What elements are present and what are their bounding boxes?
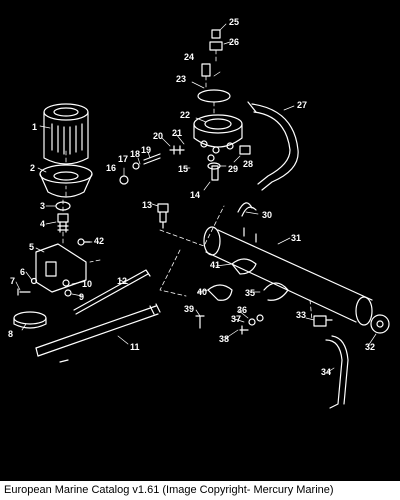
callout-11: 11 (130, 342, 140, 352)
callout-41: 41 (210, 260, 220, 270)
callout-39: 39 (184, 304, 194, 314)
image-caption: European Marine Catalog v1.61 (Image Cop… (0, 481, 400, 500)
callout-10: 10 (82, 279, 92, 289)
callout-27: 27 (297, 100, 307, 110)
callout-32: 32 (365, 342, 375, 352)
callout-17: 17 (118, 154, 128, 164)
callout-7: 7 (10, 276, 15, 286)
callout-22: 22 (180, 110, 190, 120)
callout-30: 30 (262, 210, 272, 220)
callout-14: 14 (190, 190, 200, 200)
callout-37: 37 (231, 314, 241, 324)
callout-16: 16 (106, 163, 116, 173)
callout-18: 18 (130, 149, 140, 159)
callout-42: 42 (94, 236, 104, 246)
part-end-cap (370, 314, 390, 334)
part-pipe (73, 269, 151, 315)
callout-28: 28 (243, 159, 253, 169)
callout-33: 33 (296, 310, 306, 320)
part-hose-lower (35, 303, 161, 363)
callout-13: 13 (142, 200, 152, 210)
part-heat-exchanger (203, 226, 373, 326)
part-filter-head (132, 114, 243, 170)
callout-24: 24 (184, 52, 194, 62)
part-bolts (17, 277, 72, 297)
callout-40: 40 (197, 287, 207, 297)
callout-31: 31 (291, 233, 301, 243)
callout-35: 35 (245, 288, 255, 298)
callout-19: 19 (141, 145, 151, 155)
part-adapter-fitting (57, 213, 69, 233)
callout-12: 12 (117, 276, 127, 286)
callout-15: 15 (178, 164, 188, 174)
callout-29: 29 (228, 164, 238, 174)
part-bent-tube (237, 202, 257, 217)
exploded-parts-diagram: 1 2 3 4 5 6 7 8 9 10 11 12 13 14 15 16 1… (8, 17, 390, 409)
callout-38: 38 (219, 334, 229, 344)
callout-21: 21 (172, 128, 182, 138)
callout-36: 36 (237, 305, 247, 315)
part-fasteners (195, 314, 264, 335)
callout-6: 6 (20, 267, 25, 277)
callout-labels: 1 2 3 4 5 6 7 8 9 10 11 12 13 14 15 16 1… (8, 17, 375, 377)
part-bracket (35, 243, 87, 293)
callout-5: 5 (29, 242, 34, 252)
part-oil-filter (43, 103, 89, 165)
part-clamp (13, 311, 47, 329)
callout-26: 26 (229, 37, 239, 47)
part-clamps (207, 258, 289, 301)
callout-25: 25 (229, 17, 239, 27)
callout-4: 4 (40, 219, 45, 229)
callout-23: 23 (176, 74, 186, 84)
part-hose-water (325, 335, 349, 409)
part-top-fittings (201, 29, 223, 77)
part-filter-base (39, 164, 93, 198)
part-elbow (313, 315, 333, 327)
part-hose-upper (247, 101, 299, 191)
callout-2: 2 (30, 163, 35, 173)
callout-9: 9 (79, 292, 84, 302)
part-elbow-fitting (157, 203, 169, 229)
callout-8: 8 (8, 329, 13, 339)
part-gasket (197, 89, 231, 103)
callout-1: 1 (32, 122, 37, 132)
callout-20: 20 (153, 131, 163, 141)
callout-34: 34 (321, 367, 331, 377)
callout-3: 3 (40, 201, 45, 211)
